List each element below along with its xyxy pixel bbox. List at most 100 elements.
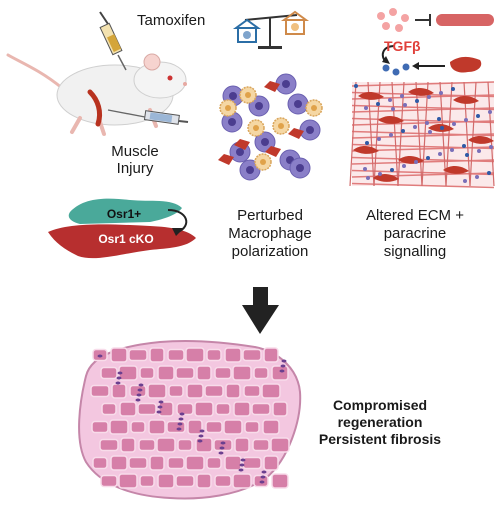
muscle-fiber-cell xyxy=(156,437,176,453)
nucleus xyxy=(199,429,205,433)
muscle-fiber-cell xyxy=(272,401,288,417)
nucleus xyxy=(179,412,185,416)
muscle-fiber-cell xyxy=(130,420,146,434)
muscle-fiber-cell xyxy=(186,383,204,399)
nucleus xyxy=(198,434,204,438)
macrophage-m1 xyxy=(289,157,311,179)
nucleus xyxy=(281,359,287,363)
muscle-fiber-cell xyxy=(100,474,118,488)
muscle-fiber-cell xyxy=(253,366,269,380)
muscle-fiber-cell xyxy=(167,456,185,470)
ecm-label-line1: Altered ECM + xyxy=(366,207,464,224)
muscle-fiber-cell xyxy=(206,348,222,362)
injury-syringe-icon xyxy=(107,109,189,125)
muscle-fiber-cell xyxy=(139,474,155,488)
nucleus xyxy=(176,427,182,431)
nucleus xyxy=(117,371,123,375)
muscle-fiber-cell xyxy=(90,384,110,398)
muscle-fiber-cell xyxy=(166,420,186,434)
muscle-fiber-cell xyxy=(251,402,271,416)
fibroblast-cell xyxy=(264,81,280,92)
nucleus xyxy=(158,400,164,404)
muscle-fiber-cell xyxy=(243,384,261,398)
secreted-factor-dots xyxy=(377,8,409,32)
muscle-fiber-cell xyxy=(233,401,251,417)
muscle-fiber-cell xyxy=(261,383,281,399)
muscle-fiber-cell xyxy=(262,419,280,435)
muscle-fiber-cell xyxy=(196,365,212,381)
muscle-fiber-cell xyxy=(111,383,127,399)
ecm-label-line2: paracrine xyxy=(383,225,447,242)
muscle-fiber-cell xyxy=(175,366,195,380)
macrophage-m2 xyxy=(254,153,272,171)
nucleus xyxy=(219,446,225,450)
nucleus xyxy=(135,398,141,402)
nucleus xyxy=(157,405,163,409)
muscle-fiber-cell xyxy=(120,437,136,453)
muscle-fiber-cell xyxy=(224,347,242,363)
muscle-fiber-cell xyxy=(91,420,109,434)
muscle-fiber-cell xyxy=(194,401,214,417)
macrophage-m2 xyxy=(239,86,257,104)
muscle-fiber-cell xyxy=(168,384,184,398)
muscle-fiber-cell xyxy=(149,347,165,363)
muscle-fiber-cell xyxy=(263,347,279,363)
nucleus xyxy=(197,439,203,443)
muscle-fiber-cell xyxy=(213,438,233,452)
muscle-fiber-cell xyxy=(205,420,223,434)
muscle-fiber-cell xyxy=(185,455,205,471)
nucleus xyxy=(260,475,266,479)
macrophage-m2 xyxy=(219,99,237,117)
nucleus xyxy=(220,441,226,445)
macrophage-m2 xyxy=(305,99,323,117)
muscle-fiber-cell xyxy=(206,456,222,470)
muscle-fiber-cell xyxy=(157,473,175,489)
nucleus xyxy=(137,388,143,392)
muscle-fiber-cell xyxy=(176,402,194,416)
muscle-fiber-cell xyxy=(232,473,252,489)
muscle-fiber-cell xyxy=(139,366,155,380)
nucleus xyxy=(178,417,184,421)
nucleus xyxy=(115,381,121,385)
muscle-fiber-cell xyxy=(271,365,289,381)
osr1-positive-label: Osr1+ xyxy=(106,207,142,221)
nucleus xyxy=(240,458,246,462)
muscle-fiber-cell xyxy=(187,419,203,435)
ecm-fibroblast xyxy=(443,165,469,174)
nucleus xyxy=(156,410,162,414)
muscle-fiber-cell xyxy=(215,402,231,416)
muscle-fiber-cell xyxy=(224,455,242,471)
muscle-fiber-cell xyxy=(177,438,193,452)
muscle-fiber-cell xyxy=(119,401,137,417)
nucleus xyxy=(279,369,285,373)
osr1-cko-label: Osr1 cKO xyxy=(98,232,154,246)
muscle-injury-label-line1: Muscle xyxy=(111,143,159,160)
tamoxifen-label: Tamoxifen xyxy=(137,12,206,29)
muscle-fiber-cell xyxy=(244,420,260,434)
muscle-fiber-cell xyxy=(214,366,232,380)
muscle-fiber-cell xyxy=(225,383,241,399)
macrophage-m1 xyxy=(275,73,297,95)
osr1-ckO-cell xyxy=(48,224,196,259)
balance-scale-icon xyxy=(232,10,310,49)
nucleus xyxy=(116,376,122,380)
outcome-line2: regeneration xyxy=(337,414,423,430)
muscle-fiber-cell xyxy=(128,348,148,362)
fibroblast-cell xyxy=(218,154,234,165)
muscle-fiber-cell xyxy=(129,384,147,398)
muscle-fiber-cell xyxy=(157,365,175,381)
nucleus xyxy=(97,354,103,358)
tgfb-dots xyxy=(382,63,410,76)
muscle-fiber-cell xyxy=(109,419,129,435)
nucleus xyxy=(239,463,245,467)
muscle-fiber xyxy=(436,14,494,26)
muscle-fiber-cell xyxy=(138,438,156,452)
nucleus xyxy=(238,468,244,472)
outcome-line3: Persistent fibrosis xyxy=(318,431,442,447)
macrophage-m1 xyxy=(287,93,309,115)
muscle-fiber-cell xyxy=(232,365,252,381)
ecm-fibroblast xyxy=(373,173,399,182)
